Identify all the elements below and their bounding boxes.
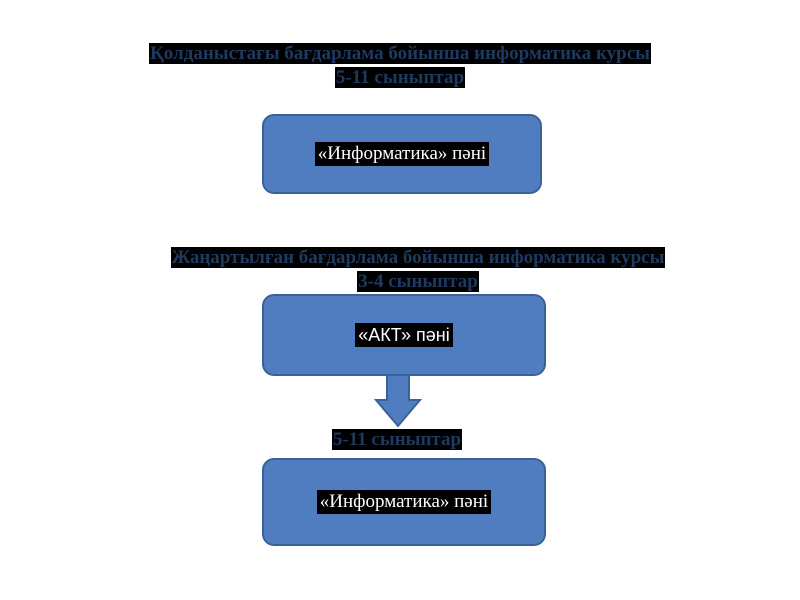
updated-program-grades: 3-4 сыныптар xyxy=(357,271,479,292)
grades-5-11-label: 5-11 сыныптар xyxy=(0,428,794,452)
informatics-subject-box-updated: «Информатика» пәні xyxy=(262,458,546,546)
current-program-grades: 5-11 сыныптар xyxy=(334,67,466,88)
ict-subject-label: «АКТ» пәні xyxy=(355,323,453,347)
current-program-title: Қолданыстағы бағдарлама бойынша информат… xyxy=(149,43,651,64)
down-arrow-icon xyxy=(374,374,422,428)
informatics-subject-label-updated: «Информатика» пәні xyxy=(316,490,492,514)
grades-5-11-text: 5-11 сыныптар xyxy=(331,429,463,450)
informatics-subject-box-current: «Информатика» пәні xyxy=(262,114,542,194)
updated-program-title: Жаңартылған бағдарлама бойынша информати… xyxy=(170,247,666,268)
current-program-heading: Қолданыстағы бағдарлама бойынша информат… xyxy=(0,42,800,90)
informatics-subject-label-current: «Информатика» пәні xyxy=(314,142,490,166)
ict-subject-box: «АКТ» пәні xyxy=(262,294,546,376)
updated-program-heading: Жаңартылған бағдарлама бойынша информати… xyxy=(18,246,800,294)
